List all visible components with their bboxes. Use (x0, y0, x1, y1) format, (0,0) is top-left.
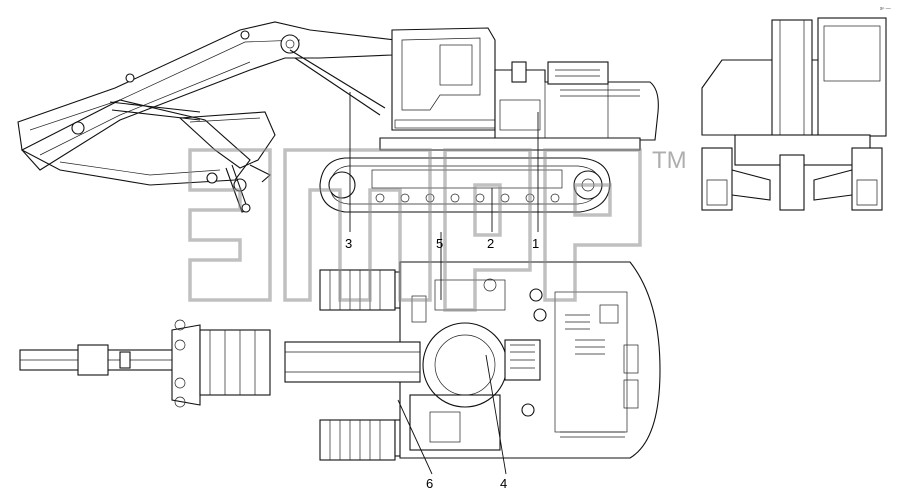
callout-1: 1 (532, 236, 539, 251)
callouts: 1 2 3 4 5 6 (345, 92, 539, 491)
watermark-trademark: TM (652, 147, 687, 174)
callout-3: 3 (345, 236, 352, 251)
front-view (701, 17, 887, 211)
corner-code: sⁿ — (880, 6, 891, 12)
callout-4: 4 (500, 476, 507, 491)
callout-2: 2 (487, 236, 494, 251)
callout-5: 5 (436, 236, 443, 251)
callout-6: 6 (426, 476, 433, 491)
watermark: TM (188, 147, 687, 312)
side-view (17, 21, 659, 213)
